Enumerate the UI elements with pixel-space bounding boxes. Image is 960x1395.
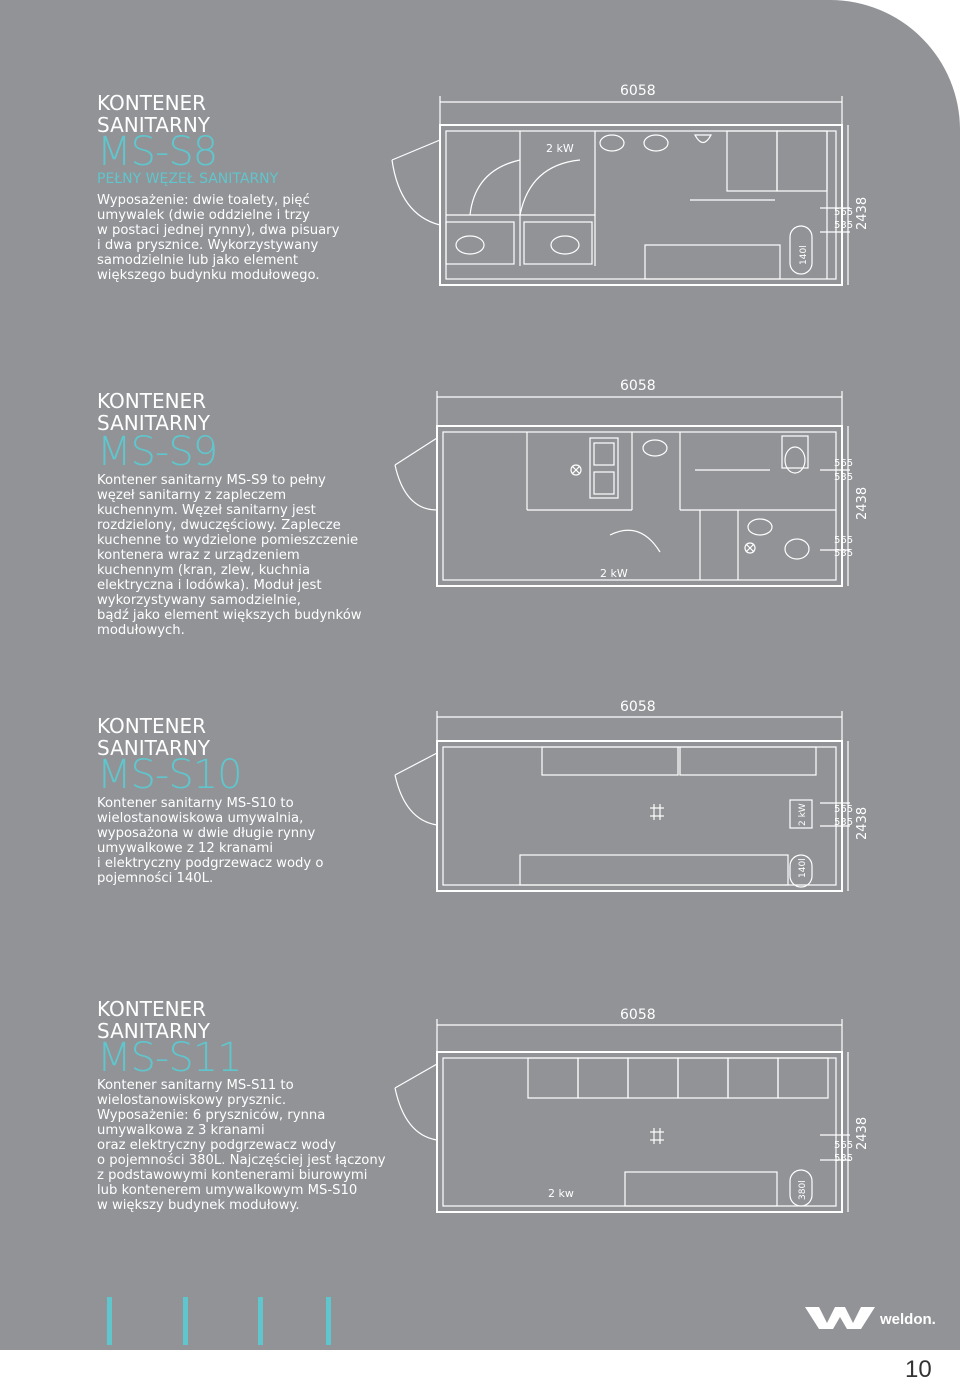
tank-label: 140l [799,245,809,265]
dim-b: 535 [834,472,853,483]
description-line: i dwa prysznice. Wykorzystywany [97,238,319,253]
description-line: większego budynku modułowego. [97,268,320,283]
description-line: Wyposażenie: 6 pryszniców, rynna [97,1108,326,1123]
heater-label: 2 kW [546,142,574,155]
description-line: umywalek (dwie oddzielne i trzy [97,208,310,223]
brand-name: weldon. [880,1311,936,1328]
description-line: oraz elektryczny podgrzewacz wody [97,1138,337,1153]
accent-bar [258,1297,263,1345]
model-description: Kontener sanitarny MS-S11 to wielostanow… [97,1078,397,1213]
floor-plan-ms-s9: 6058 2 kW 565 535 565 535 2438 [394,378,870,587]
model-description: Kontener sanitarny MS-S9 to pełny węzeł … [97,473,397,638]
heater-label: 2 kW [798,803,808,826]
dim-length: 6058 [620,83,656,99]
description-line: wykorzystywany samodzielnie, [97,593,301,608]
dim-a: 565 [834,207,853,218]
floor-plan-ms-s10: 6058 565 535 2438 2 kW 140l [394,699,870,892]
section-title-line1: KONTENER [97,714,207,738]
model-description: Kontener sanitarny MS-S10 to wielostanow… [97,796,397,886]
accent-bar [183,1297,188,1345]
dim-width: 2438 [855,197,870,230]
dim-width: 2438 [855,1117,870,1150]
accent-bar [107,1297,112,1345]
description-line: pojemności 140L. [97,871,214,886]
dim-width: 2438 [855,487,870,520]
description-line: umywalkowe z 12 kranami [97,841,274,856]
description-line: Wyposażenie: dwie toalety, pięć [97,193,310,208]
model-name: MS-S9 [97,429,218,475]
dim-c: 565 [834,535,853,546]
dim-width: 2438 [855,807,870,840]
dim-b: 535 [834,817,853,828]
dim-b: 535 [834,1153,853,1164]
description-line: Kontener sanitarny MS-S11 to [97,1078,294,1093]
description-line: o pojemności 380L. Najczęściej jest łącz… [97,1153,386,1168]
description-line: wielostanowiskowa umywalnia, [97,811,304,826]
gray-panel [0,0,960,1350]
description-line: w postaci jednej rynny), dwa pisuary [97,223,340,238]
heater-label: 2 kw [548,1187,574,1200]
model-name: MS-S11 [97,1035,243,1081]
description-line: bądź jako element większych budynków [97,608,362,623]
model-subtitle: PEŁNY WĘZEŁ SANITARNY [97,171,279,187]
description-line: samodzielnie lub jako element [97,253,299,268]
dim-length: 6058 [620,378,656,394]
section-title-line1: KONTENER [97,389,207,413]
tank-label: 140l [798,858,808,878]
section-title-line2: SANITARNY [97,1019,211,1043]
tank-label: 380l [798,1180,808,1200]
dim-a: 565 [834,1140,853,1151]
dim-length: 6058 [620,1007,656,1023]
description-line: lub kontenerem umywalkowym MS-S10 [97,1183,358,1198]
description-line: umywalkowa z 3 kranami [97,1123,265,1138]
dim-b: 535 [834,220,853,231]
description-line: Kontener sanitarny MS-S9 to pełny [97,473,326,488]
dim-a: 565 [834,458,853,469]
description-line: węzeł sanitarny z zapleczem [97,488,287,503]
dim-d: 535 [834,548,853,559]
accent-bar [326,1297,331,1345]
weldon-logo-icon [805,1307,875,1329]
description-line: kuchennym. Węzeł sanitarny jest [97,503,316,518]
section-title-line1: KONTENER [97,91,207,115]
dim-a: 565 [834,804,853,815]
section-title-line2: SANITARNY [97,113,211,137]
description-line: Kontener sanitarny MS-S10 to [97,796,294,811]
description-line: rozdzielony, dwuczęściowy. Zaplecze [97,518,341,533]
description-line: z podstawowymi kontenerami biurowymi [97,1168,368,1183]
section-title-line2: SANITARNY [97,411,211,435]
description-line: kontenera wraz z urządzeniem [97,548,300,563]
description-line: modułowych. [97,623,185,638]
floor-plan-ms-s11: 6058 2 kw 565 535 2438 380l [394,1007,870,1213]
description-line: elektryczna i lodówka). Moduł jest [97,578,322,593]
model-name: MS-S10 [97,752,243,798]
description-line: kuchennym (kran, zlew, kuchnia [97,563,311,578]
description-line: i elektryczny podgrzewacz wody o [97,856,324,871]
dim-length: 6058 [620,699,656,715]
model-description: Wyposażenie: dwie toalety, pięć umywalek… [97,193,397,283]
floor-plan-ms-s8: 6058 2 kW 565 535 2438 140l [391,83,870,286]
section-title-line1: KONTENER [97,997,207,1021]
description-line: wyposażona w dwie długie rynny [97,826,316,841]
page-number: 10 [905,1356,932,1383]
section-title-line2: SANITARNY [97,736,211,760]
model-name: MS-S8 [97,129,218,175]
description-line: kuchenne to wydzielone pomieszczenie [97,533,359,548]
heater-label: 2 kW [600,567,628,580]
description-line: wielostanowiskowy prysznic. [97,1093,287,1108]
description-line: w większy budynek modułowy. [97,1198,300,1213]
